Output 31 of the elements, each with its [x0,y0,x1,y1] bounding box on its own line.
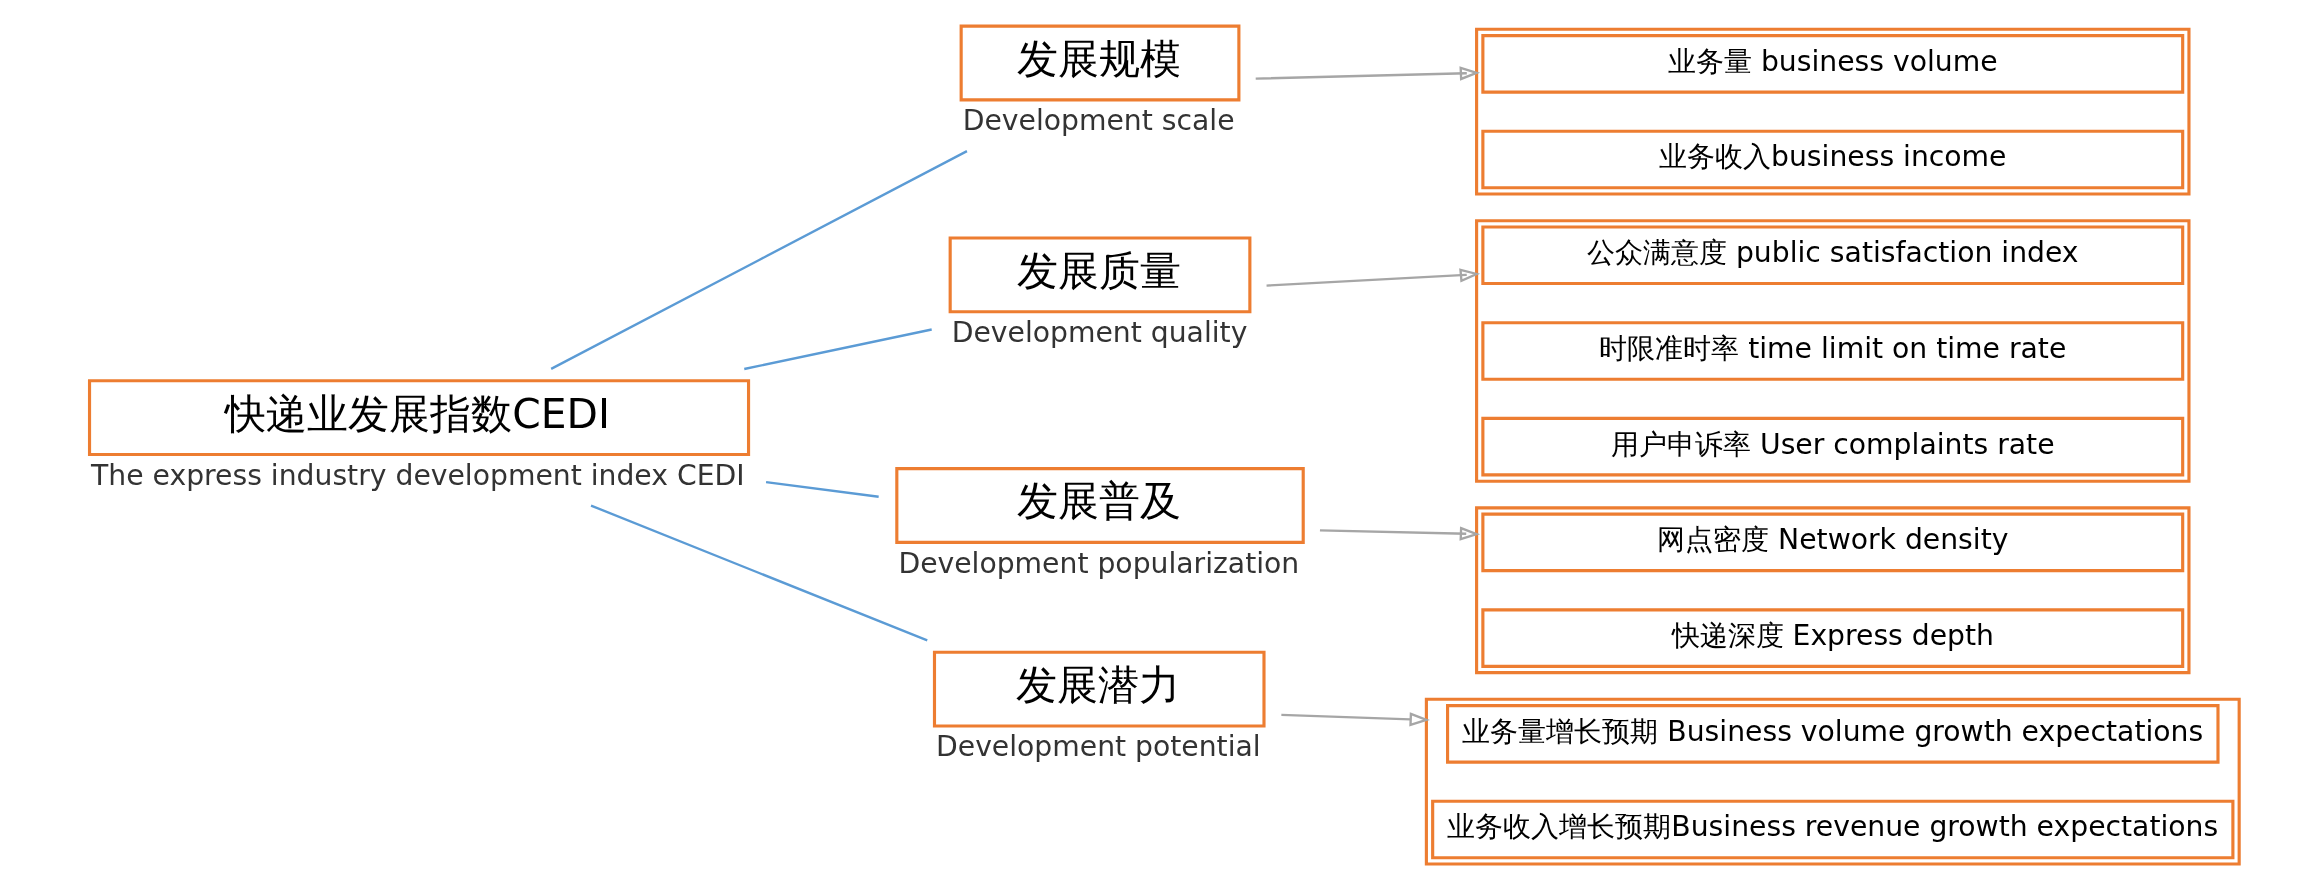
node-box: 业务收入business income [1480,129,2184,190]
node-box: 业务量增长预期 Business volume growth expectations [1445,704,2220,764]
node-box: 发展潜力 [932,650,1266,728]
node-box: 发展普及 [894,467,1305,544]
cluster [1424,697,2241,866]
connector [765,480,879,498]
node-box: 快递业发展指数CEDI [87,379,750,457]
node-box: 业务收入增长预期Business revenue growth expectations [1430,799,2234,860]
node-box: 网点密度 Network density [1480,512,2184,573]
node-box: 用户申诉率 User complaints rate [1480,416,2184,477]
node-box: 业务量 business volume [1480,34,2184,94]
connector [590,504,928,642]
arrow [1266,268,1480,287]
arrow [1255,66,1480,81]
node-label: Development potential [935,730,1261,764]
connector [743,328,932,371]
cluster [1474,219,2191,483]
node-label: Development popularization [897,546,1299,580]
cluster [1474,27,2191,196]
node-box: 发展质量 [948,236,1251,314]
connector [550,150,967,370]
node-box: 快递深度 Express depth [1480,608,2184,668]
node-label: Development quality [951,316,1247,350]
arrow [1319,526,1480,541]
node-box: 公众满意度 public satisfaction index [1480,225,2184,286]
arrow [1280,712,1430,727]
node-box: 发展规模 [959,24,1240,102]
node-label: The express industry development index CEDI [90,458,745,492]
node-box: 时限准时率 time limit on time rate [1480,321,2184,381]
node-label: Development scale [962,104,1235,138]
cluster [1474,506,2191,675]
